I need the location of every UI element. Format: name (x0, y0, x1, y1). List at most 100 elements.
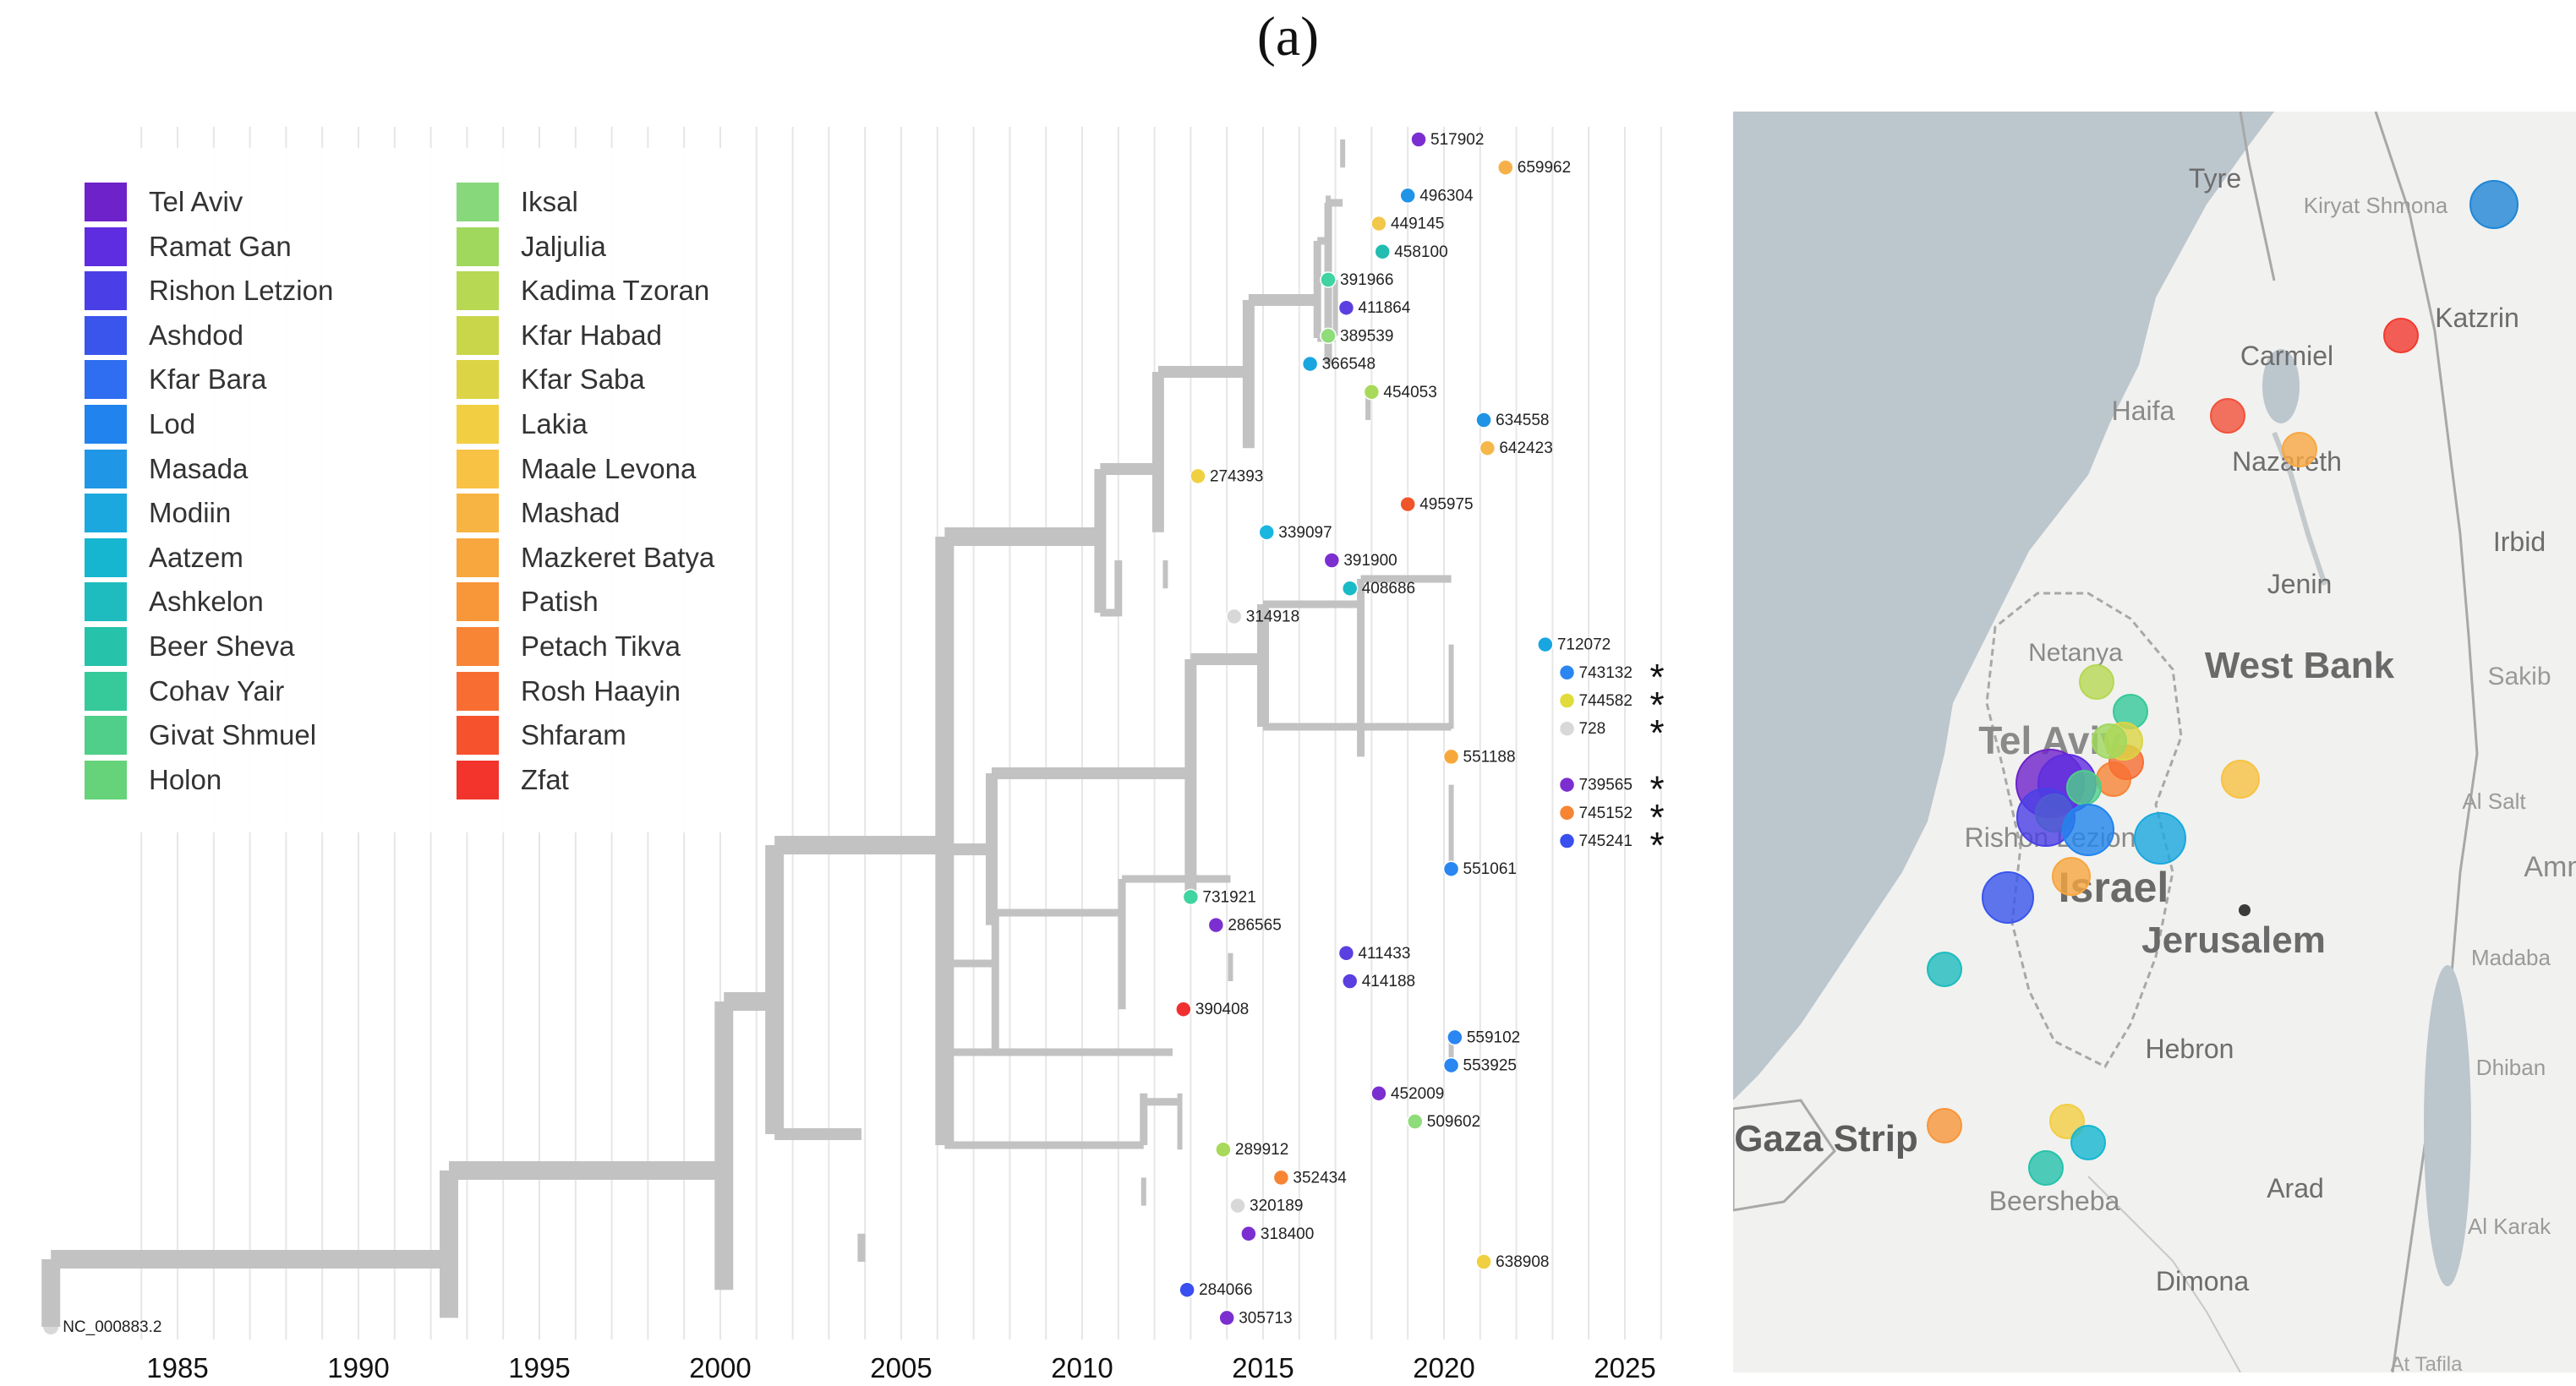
legend-swatch (457, 226, 499, 266)
legend-label: Ashkelon (149, 586, 264, 618)
legend-label: Holon (149, 763, 222, 795)
tip-label: 495975 (1419, 496, 1473, 514)
legend-label: Shfaram (521, 719, 626, 751)
legend-label: Maale Levona (521, 452, 697, 484)
legend-label: Lakia (521, 408, 588, 439)
tip-label: 458100 (1394, 243, 1447, 261)
legend-item: Tel Aviv (85, 180, 243, 224)
legend-item: Mazkeret Batya (457, 536, 714, 580)
legend-item: Masada (85, 447, 248, 491)
legend-label: Masada (149, 452, 249, 484)
tip-marker (1179, 1281, 1195, 1298)
legend-swatch (457, 405, 499, 444)
tip-marker (1215, 1141, 1232, 1158)
legend-item: Kadima Tzoran (457, 269, 709, 313)
tip-marker (1320, 327, 1337, 345)
legend-item: Rosh Haayin (457, 669, 681, 713)
axis-tick-label: 2025 (1594, 1352, 1655, 1383)
jordan-border (2374, 112, 2479, 1372)
legend-swatch (85, 716, 127, 756)
legend-label: Kfar Saba (521, 363, 645, 396)
tip-marker (1337, 299, 1355, 316)
legend-swatch (457, 582, 499, 622)
sea-of-galilee (2262, 349, 2300, 423)
tree-tips: 5179026599624963044491454581003919664118… (41, 131, 1665, 1336)
tip-marker (1175, 1001, 1192, 1018)
legend-swatch (85, 671, 127, 711)
tip-marker (1558, 720, 1576, 737)
legend-swatch (85, 405, 127, 444)
legend-swatch (457, 671, 499, 711)
tip-label: 744582 (1579, 692, 1633, 710)
map-marker-beer-sheva (2028, 1150, 2064, 1186)
tip-marker (1537, 636, 1554, 653)
legend-label: Jaljulia (521, 230, 606, 262)
map-label: Arad (2267, 1173, 2324, 1203)
tip-marker (1447, 1029, 1463, 1046)
legend-swatch (457, 315, 499, 355)
tip-marker (1226, 608, 1243, 625)
legend-item: Kfar Bara (85, 357, 266, 401)
asterisk-marker: * (1649, 657, 1664, 698)
asterisk-marker: * (1649, 685, 1664, 726)
tip-marker (1229, 1197, 1246, 1214)
map-label: Beersheba (1989, 1186, 2120, 1216)
tip-marker (1190, 467, 1206, 485)
map-marker-iksal (2282, 432, 2317, 467)
map-label: Al Salt (2462, 788, 2526, 814)
tip-label: 391900 (1343, 552, 1397, 570)
dead-sea (2424, 965, 2471, 1286)
legend-item: Zfat (457, 758, 569, 802)
legend-swatch (85, 315, 127, 355)
legend-swatch (85, 582, 127, 622)
map-label: Dimona (2156, 1266, 2249, 1296)
legend-label: Iksal (521, 186, 578, 217)
legend-label: Ashdod (149, 319, 243, 351)
legend-swatch (457, 537, 499, 577)
legend-label: Patish (521, 586, 599, 618)
map-marker-jaljulia (2092, 723, 2127, 759)
legend-item: Ramat Gan (85, 225, 292, 269)
legend-item: Ashkelon (85, 580, 264, 624)
legend-label: Modiin (149, 497, 232, 529)
tip-label: 634558 (1496, 412, 1549, 429)
map-label: Kiryat Shmona (2304, 193, 2448, 218)
legend-item: Kfar Saba (457, 357, 645, 401)
legend-item: Shfaram (457, 713, 626, 757)
legend-swatch (85, 537, 127, 577)
tip-label: 553925 (1463, 1057, 1517, 1075)
legend-swatch (85, 627, 127, 666)
map-label: Amm (2524, 851, 2576, 883)
legend-swatch (457, 716, 499, 756)
legend-item: Petach Tikva (457, 625, 681, 668)
tip-marker (1475, 1253, 1492, 1270)
legend-label: Kfar Bara (149, 363, 267, 396)
tip-label: 745152 (1579, 805, 1633, 822)
legend-swatch (457, 183, 499, 221)
tip-label: 314918 (1246, 608, 1299, 625)
legend-item: Holon (85, 758, 222, 802)
map-label: West Bank (2205, 645, 2395, 686)
legend-item: Rishon Letzion (85, 269, 333, 313)
tip-marker (1341, 973, 1359, 990)
map-label: Netanya (2028, 639, 2123, 667)
tip-label: 339097 (1278, 524, 1332, 542)
map-marker-shfaram (2210, 398, 2245, 434)
tip-marker (1363, 384, 1381, 401)
tip-label: 452009 (1391, 1085, 1444, 1103)
asterisk-marker: * (1649, 769, 1664, 810)
tip-marker (1558, 832, 1576, 849)
legend-label: Mashad (521, 497, 621, 529)
tip-marker (1558, 664, 1576, 681)
legend-item: Modiin (85, 491, 231, 535)
map-marker-maale-levona (2221, 760, 2260, 799)
tip-marker (1320, 271, 1337, 288)
tip-label: 638908 (1496, 1253, 1549, 1271)
map-markers (1927, 180, 2519, 1186)
legend-label: Ramat Gan (149, 230, 292, 262)
legend-swatch (85, 760, 127, 799)
legend-item: Cohav Yair (85, 669, 284, 713)
lebanon-border (2239, 112, 2276, 281)
tip-label: 743132 (1579, 664, 1633, 682)
tip-label: 305713 (1239, 1309, 1292, 1327)
